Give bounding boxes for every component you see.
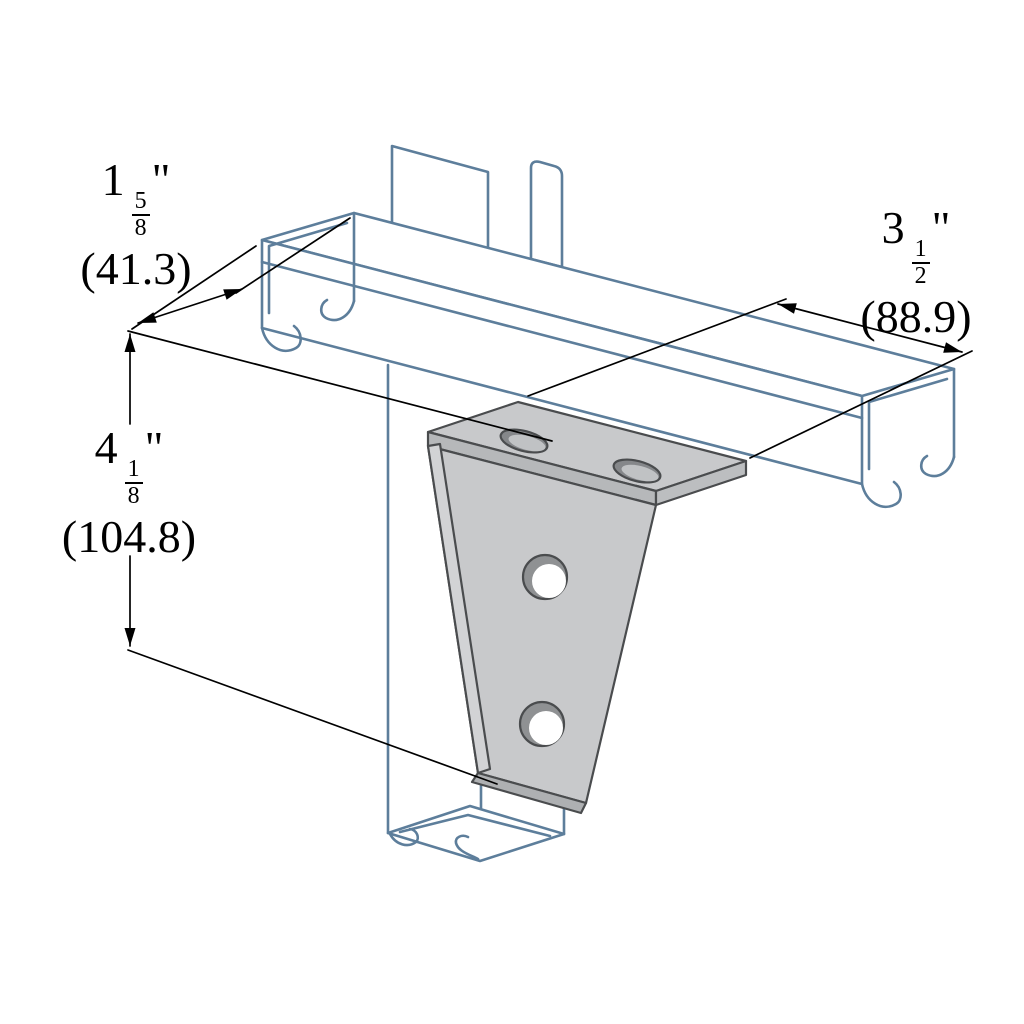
channel-right-inner-line <box>867 377 949 471</box>
channel-left-lip-back <box>319 298 356 322</box>
dimension-height <box>124 330 553 785</box>
vertical-channel-bottom-lip-left <box>388 827 420 847</box>
extension-line <box>527 298 787 397</box>
arrowhead <box>124 628 136 646</box>
bracket-top-hole-1 <box>499 428 549 454</box>
horizontal-channel <box>260 211 956 509</box>
arrowhead <box>943 342 962 353</box>
arrowhead <box>138 312 157 323</box>
dimension-length <box>527 298 973 459</box>
channel-left-inner-line <box>267 221 349 315</box>
extension-line <box>235 217 351 294</box>
extension-line <box>127 330 553 442</box>
vertical-channel-bottom-end <box>386 804 566 863</box>
bracket <box>426 400 748 815</box>
bracket-face-hole-2 <box>518 700 566 748</box>
dimension-line <box>137 288 243 324</box>
channel-left-lip-front <box>260 324 302 353</box>
extension-line <box>127 649 498 785</box>
vertical-channel-top-front-lip <box>529 160 564 269</box>
bracket-face-hole-1 <box>521 553 569 601</box>
vertical-channel-bottom-inner-line <box>398 813 552 838</box>
bracket-gusset-bottom-thickness <box>470 771 588 815</box>
dimension-width <box>131 217 351 330</box>
channel-front-seam-line <box>260 260 864 420</box>
height-metric-value: (104.8) <box>61 511 197 563</box>
length-metric-value: (88.9) <box>860 291 972 343</box>
bracket-plate-right-edge <box>654 459 748 507</box>
arrowhead <box>223 289 242 300</box>
extension-line <box>749 350 973 459</box>
arrowhead <box>124 334 136 352</box>
dimension-line <box>777 303 963 353</box>
channel-right-lip-front <box>860 480 902 509</box>
channel-right-lip-back <box>919 454 956 478</box>
bracket-top-hole-2 <box>612 458 662 484</box>
vertical-channel-bottom-lip-right <box>454 834 480 861</box>
width-metric-value: (41.3) <box>80 243 192 295</box>
bracket-gusset-left-thickness <box>426 442 492 775</box>
arrowhead <box>778 303 797 314</box>
